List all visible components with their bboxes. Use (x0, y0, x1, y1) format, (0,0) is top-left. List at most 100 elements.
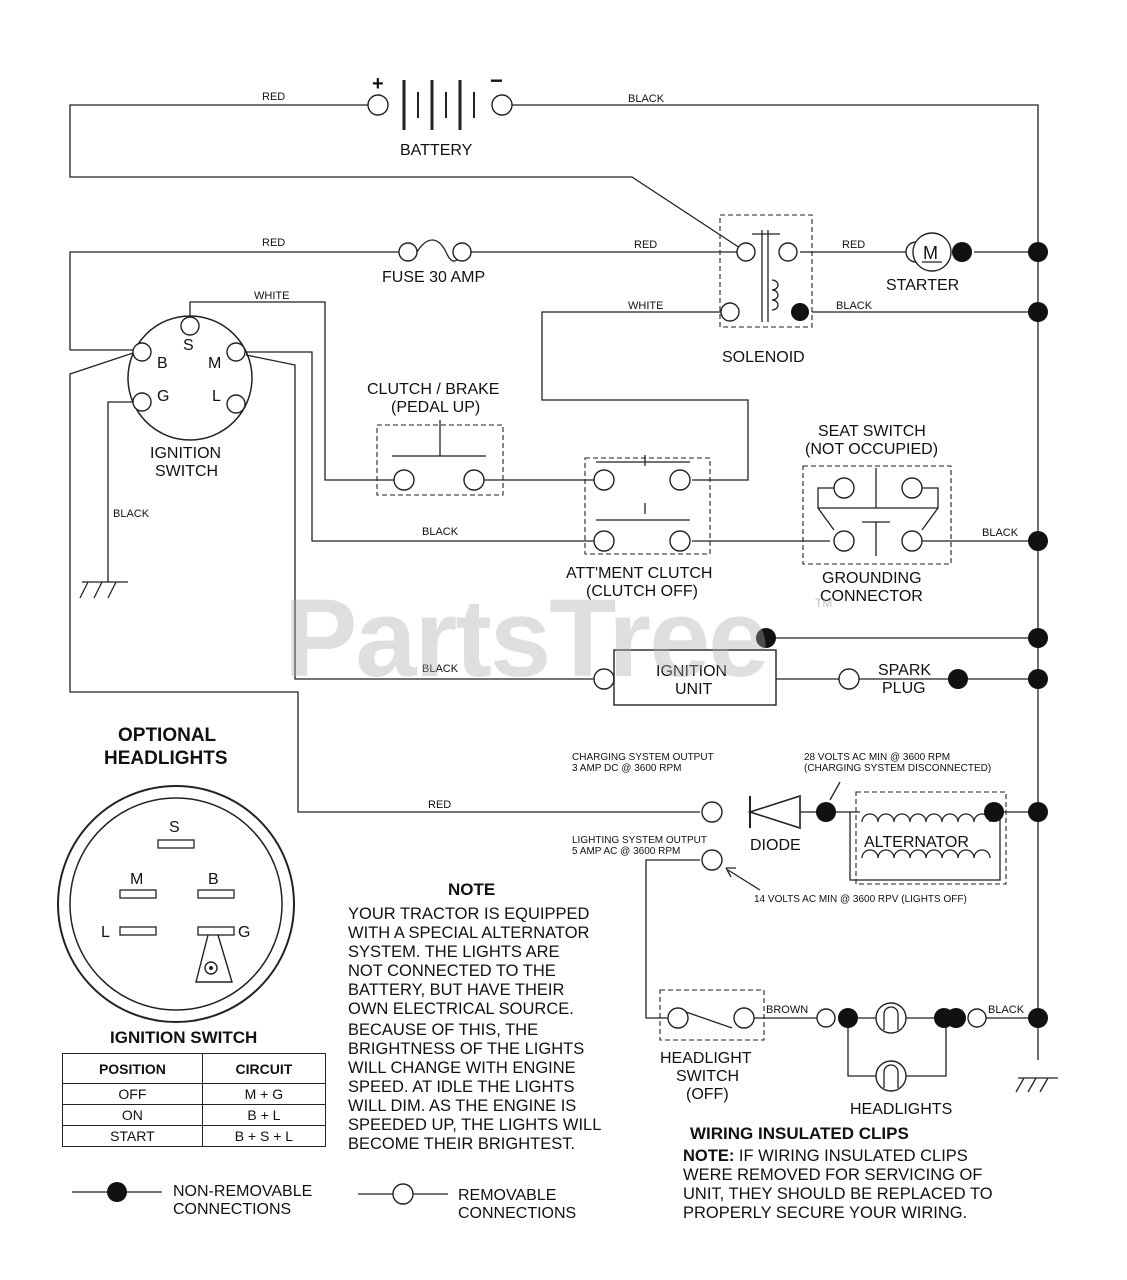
table-cell: START (62, 1125, 203, 1147)
legend: NON-REMOVABLE CONNECTIONS REMOVABLE CONN… (72, 1182, 576, 1222)
seat-switch-label-2: (NOT OCCUPIED) (805, 441, 938, 458)
table-cell: OFF (62, 1083, 203, 1105)
note-line: NOT CONNECTED TO THE (348, 962, 556, 980)
wire-label-black: BLACK (988, 1004, 1025, 1016)
table-cell: B + S + L (201, 1125, 327, 1147)
starter-symbol: M (923, 243, 938, 263)
note-line: SPEED. AT IDLE THE LIGHTS (348, 1078, 575, 1096)
clips-line: NOTE: IF WIRING INSULATED CLIPS (683, 1147, 993, 1166)
headlight-switch-b: B (208, 871, 219, 888)
table-cell: M + G (201, 1083, 327, 1105)
headlights-label: HEADLIGHTS (850, 1101, 952, 1118)
alternator-box (855, 791, 1007, 885)
alternator-label: ALTERNATOR (864, 834, 969, 851)
clutch-brake-box (376, 424, 504, 496)
headlight-circuit: HEADLIGHT SWITCH (OFF) HEADLIGHTS (660, 1002, 987, 1118)
ignition-terminal-l: L (212, 388, 221, 405)
legend-non-removable-2: CONNECTIONS (173, 1201, 291, 1218)
charging-output-line-2: 3 AMP DC @ 3600 RPM (572, 763, 681, 774)
note-body: YOUR TRACTOR IS EQUIPPED WITH A SPECIAL … (348, 905, 601, 1154)
wire-label-black: BLACK (628, 93, 665, 105)
headlight-switch-label-2: SWITCH (676, 1068, 739, 1085)
ignition-switch: S B M G L IGNITION SWITCH (127, 315, 253, 480)
note-line: OWN ELECTRICAL SOURCE. (348, 1000, 574, 1018)
headlight-switch-m: M (130, 871, 143, 888)
table-cell: B + L (201, 1104, 327, 1126)
lighting-output-line-1: LIGHTING SYSTEM OUTPUT (572, 835, 707, 846)
wire-label-brown: BROWN (766, 1004, 808, 1016)
solenoid: SOLENOID (720, 230, 809, 366)
wire-label-black: BLACK (113, 508, 150, 520)
ignition-terminal-g: G (157, 388, 169, 405)
clutch-brake: CLUTCH / BRAKE (PEDAL UP) (367, 381, 499, 491)
note-line: BRIGHTNESS OF THE LIGHTS (348, 1040, 585, 1058)
clips-title: WIRING INSULATED CLIPS (690, 1124, 909, 1143)
note-line: SYSTEM. THE LIGHTS ARE (348, 943, 560, 961)
ignition-switch-label-2: SWITCH (155, 463, 218, 480)
ignition-terminal-b: B (157, 355, 168, 372)
lighting-output-line-2: 5 AMP AC @ 3600 RPM (572, 846, 680, 857)
solenoid-box (719, 214, 813, 328)
ignition-switch-table-title: IGNITION SWITCH (110, 1028, 257, 1047)
wire-label-red: RED (262, 237, 285, 249)
wire-label-black: BLACK (982, 527, 1019, 539)
note-title: NOTE (448, 880, 495, 899)
optional-headlights: OPTIONAL HEADLIGHTS S M B L G IGNITION S… (57, 725, 295, 1047)
attment-clutch-label-1: ATT'MENT CLUTCH (566, 565, 712, 582)
spec-notes: CHARGING SYSTEM OUTPUT 3 AMP DC @ 3600 R… (572, 752, 991, 905)
note-line: YOUR TRACTOR IS EQUIPPED (348, 905, 590, 923)
clutch-brake-label-1: CLUTCH / BRAKE (367, 381, 499, 398)
clips-line: UNIT, THEY SHOULD BE REPLACED TO (683, 1185, 993, 1203)
wire-label-white: WHITE (254, 290, 289, 302)
note-line: SPEEDED UP, THE LIGHTS WILL (348, 1116, 602, 1134)
watermark-tm: TM (815, 596, 833, 610)
wire-label-black: BLACK (836, 300, 873, 312)
wire-label-black: BLACK (422, 526, 459, 538)
grounding-connector-label-2: CONNECTOR (820, 588, 923, 605)
table-row: OFF M + G (62, 1083, 327, 1105)
legend-removable-1: REMOVABLE (458, 1187, 556, 1204)
headlight-switch-l: L (101, 924, 110, 941)
ignition-unit-label-2: UNIT (675, 681, 713, 698)
attment-clutch-label-2: (CLUTCH OFF) (586, 583, 698, 600)
note-line: WITH A SPECIAL ALTERNATOR (348, 924, 590, 942)
note-line: WILL CHANGE WITH ENGINE (348, 1059, 576, 1077)
ac-min-28-line-1: 28 VOLTS AC MIN @ 3600 RPM (804, 752, 950, 763)
seat-switch: SEAT SWITCH (NOT OCCUPIED) GROUNDING CON… (805, 423, 939, 605)
note-line: BECAUSE OF THIS, THE (348, 1021, 539, 1039)
wire-label-red: RED (842, 239, 865, 251)
wire-label-black: BLACK (422, 663, 459, 675)
table-row: START B + S + L (62, 1125, 327, 1147)
optional-headlights-title-2: HEADLIGHTS (104, 748, 228, 769)
headlight-switch-s: S (169, 819, 180, 836)
wire-label-red: RED (634, 239, 657, 251)
solenoid-label: SOLENOID (722, 349, 805, 366)
clips-note-body: NOTE: IF WIRING INSULATED CLIPS WERE REM… (683, 1147, 993, 1223)
table-header-circuit: CIRCUIT (201, 1053, 327, 1084)
component-boxes (376, 214, 1007, 1041)
clips-line-text: IF WIRING INSULATED CLIPS (734, 1147, 968, 1165)
fuse: FUSE 30 AMP (382, 239, 485, 286)
legend-non-removable-1: NON-REMOVABLE (173, 1183, 312, 1200)
clips-line: WERE REMOVED FOR SERVICING OF (683, 1166, 983, 1184)
wire-label-red: RED (262, 91, 285, 103)
clips-line: PROPERLY SECURE YOUR WIRING. (683, 1204, 968, 1222)
diode-label: DIODE (750, 837, 801, 854)
starter-label: STARTER (886, 277, 959, 294)
seat-switch-label-1: SEAT SWITCH (818, 423, 926, 440)
table-cell: ON (62, 1104, 203, 1126)
fuse-label: FUSE 30 AMP (382, 269, 485, 286)
ignition-terminal-s: S (183, 337, 194, 354)
note-line: BATTERY, BUT HAVE THEIR (348, 981, 565, 999)
clips-note-prefix: NOTE: (683, 1147, 735, 1165)
ignition-unit: IGNITION UNIT SPARK PLUG (593, 628, 968, 706)
wire-labels: RED BLACK RED RED RED WHITE WHITE BLACK … (113, 91, 1025, 1016)
battery-label: BATTERY (400, 142, 473, 159)
ignition-position-table: POSITION CIRCUIT OFF M + G ON B + L STAR… (62, 1053, 327, 1147)
headlight-switch-g: G (238, 924, 250, 941)
charging-system: DIODE ALTERNATOR (701, 794, 1004, 871)
table-row: ON B + L (62, 1104, 327, 1126)
wire-label-red: RED (428, 799, 451, 811)
note-line: BECOME THEIR BRIGHTEST. (348, 1135, 576, 1153)
